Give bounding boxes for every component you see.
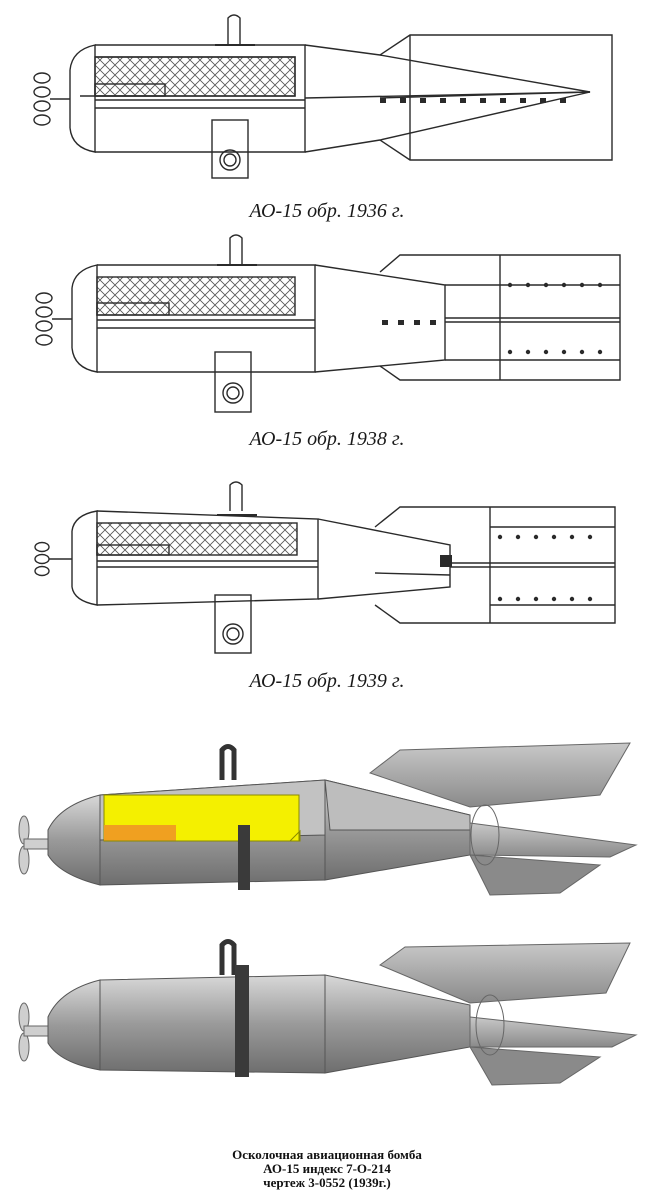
fuze-propeller xyxy=(18,815,51,875)
render-exterior xyxy=(0,935,654,1095)
caption-1939: АО-15 обр. 1939 г. xyxy=(249,670,405,692)
caption-1938: АО-15 обр. 1938 г. xyxy=(249,428,405,450)
title-line-3: чертеж 3-0552 (1939г.) xyxy=(263,1175,391,1190)
fuze-propeller xyxy=(18,1002,51,1062)
drawing-1936 xyxy=(0,0,654,200)
render-cutaway xyxy=(0,735,654,915)
caption-1936: АО-15 обр. 1936 г. xyxy=(249,200,405,222)
fuze-propeller xyxy=(33,72,70,126)
drawing-1938 xyxy=(0,230,654,430)
figure-title: Осколочная авиационная бомба АО-15 индек… xyxy=(0,1148,654,1190)
fuze-propeller xyxy=(34,541,72,577)
title-line-1: Осколочная авиационная бомба xyxy=(232,1147,422,1162)
drawing-1939 xyxy=(0,475,654,665)
title-line-2: АО-15 индекс 7-О-214 xyxy=(263,1161,391,1176)
fuze-propeller xyxy=(35,292,72,346)
